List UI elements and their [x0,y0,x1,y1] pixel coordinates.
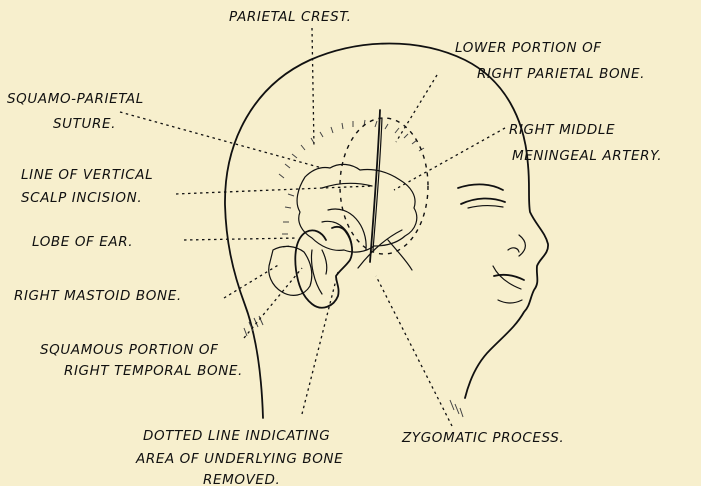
eye [461,198,505,204]
label-parietal-crest: PARIETAL CREST. [229,9,352,25]
leader-vertical-incision [176,186,372,194]
label-lower-parietal-line2: RIGHT PARIETAL BONE. [477,66,645,82]
label-squamo-parietal-line2: SUTURE. [53,116,116,132]
label-lobe-of-ear: LOBE OF EAR. [32,234,133,250]
label-dotted-line-line2: AREA OF UNDERLYING BONE [135,451,343,467]
neck-hatching [244,316,463,417]
removed-bone-outline [340,118,428,254]
eyebrow [458,184,503,190]
label-squamous-line2: RIGHT TEMPORAL BONE. [64,363,243,379]
label-dotted-line-line1: DOTTED LINE INDICATING [143,428,330,444]
chin-line [498,300,522,303]
label-squamo-parietal-line1: SQUAMO-PARIETAL [7,91,144,107]
ear-outline [295,227,352,308]
label-vertical-incision-line1: LINE OF VERTICAL [21,167,153,183]
head-outline [225,44,548,419]
exposed-bone-region [297,164,417,252]
mastoid-region [269,246,312,295]
leader-zygomatic [376,276,452,426]
label-squamous-line1: SQUAMOUS PORTION OF [40,342,219,358]
nose-detail [519,235,525,256]
ear-inner [311,250,326,294]
label-lower-parietal-line1: LOWER PORTION OF [455,40,602,56]
leader-middle-meningeal [394,128,505,190]
label-zygomatic-process: ZYGOMATIC PROCESS. [401,430,564,446]
leader-lower-parietal [396,75,437,142]
leader-dotted-line [302,272,338,414]
label-middle-meningeal-line2: MENINGEAL ARTERY. [512,148,662,164]
nostril [508,248,519,252]
label-dotted-line-line3: REMOVED. [203,472,280,486]
mouth [494,275,524,280]
eye-lower [468,206,503,208]
incision-cut [373,118,382,250]
leader-parietal-crest [312,28,314,148]
label-mastoid-bone: RIGHT MASTOID BONE. [14,288,182,304]
leader-squamous [244,268,302,338]
label-middle-meningeal-line1: RIGHT MIDDLE [509,122,615,138]
leader-squamo-parietal [120,112,322,168]
label-vertical-incision-line2: SCALP INCISION. [21,190,142,206]
leader-lobe-of-ear [184,238,298,240]
